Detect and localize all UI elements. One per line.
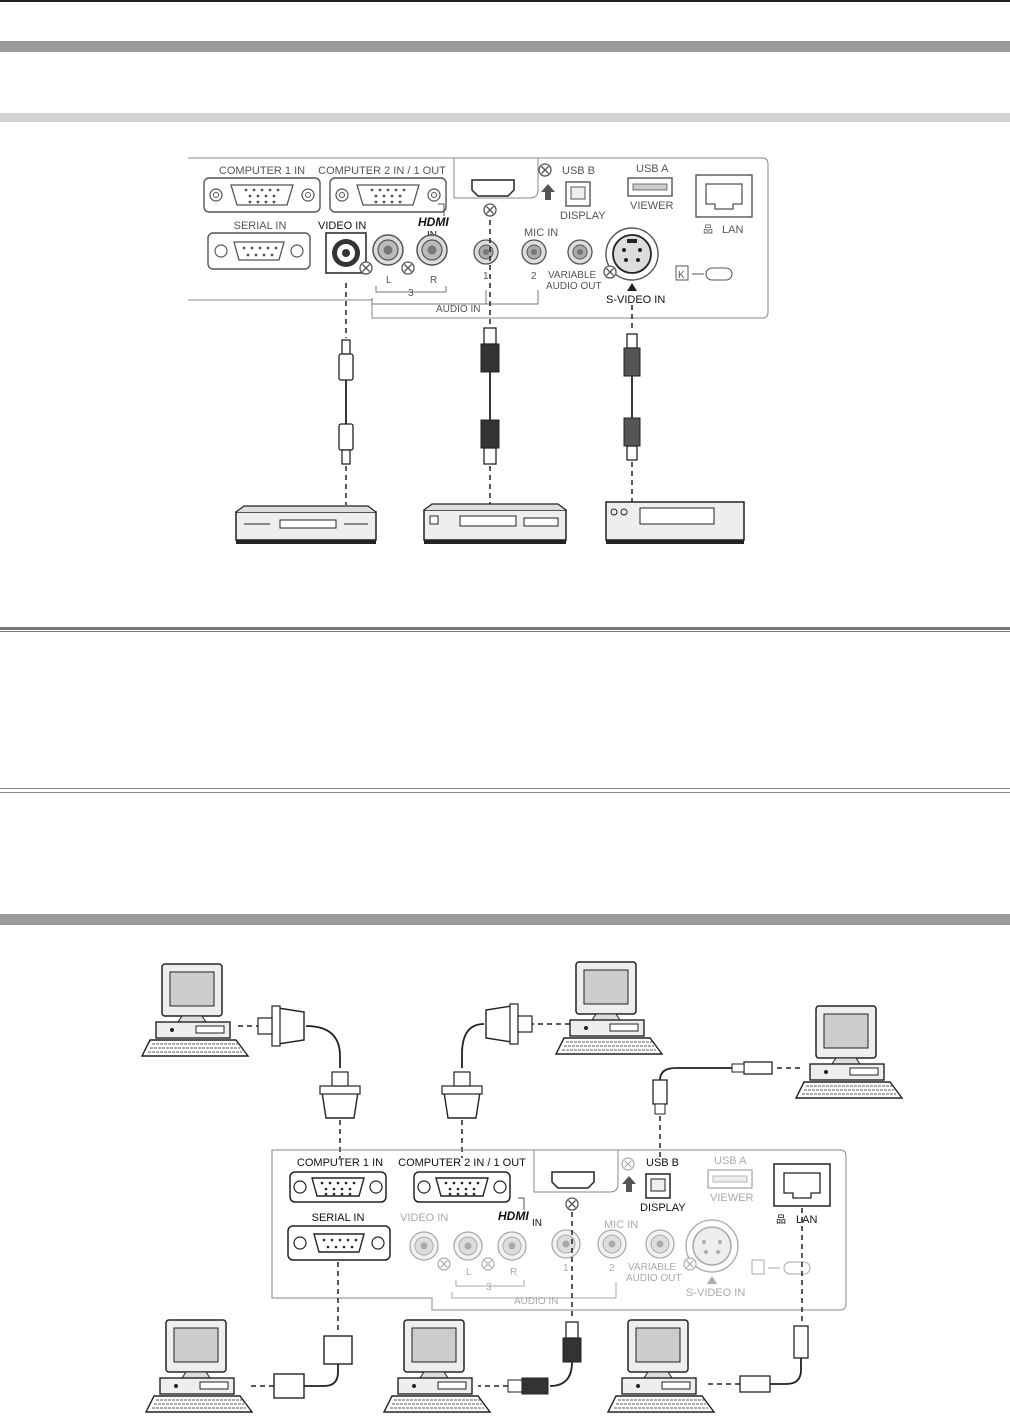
vcr-icon: [235, 505, 377, 544]
p2-viewer-label: VIEWER: [710, 1192, 753, 1204]
mic-in-label: MIC IN: [524, 227, 558, 239]
audio-2-label: 2: [531, 271, 537, 282]
video-connection-figure: COMPUTER 1 IN COMPUTER 2 IN / 1 OUT SERI…: [188, 157, 769, 544]
p2-computer-2-in-out-label: COMPUTER 2 IN / 1 OUT: [398, 1157, 526, 1169]
computer-icon-bottom-right: [607, 1319, 715, 1413]
audio-r-label: R: [430, 275, 437, 286]
audio-1-label: 1: [483, 271, 489, 282]
viewer-label: VIEWER: [630, 200, 673, 212]
audio-in-label: AUDIO IN: [436, 304, 480, 315]
section-band-1: [0, 41, 1010, 52]
computer-icon-top-center: [555, 961, 663, 1055]
p2-audio-1-label: 1: [563, 1263, 569, 1274]
computer-2-in-out-label: COMPUTER 2 IN / 1 OUT: [318, 165, 446, 177]
p2-audio-3-label: 3: [486, 1282, 492, 1293]
section-band-2: [0, 113, 1010, 122]
svg-text:K: K: [678, 270, 685, 281]
p2-audio-2-label: 2: [609, 1263, 615, 1274]
p2-display-label: DISPLAY: [640, 1202, 686, 1214]
computer-connection-figure: COMPUTER 1 IN COMPUTER 2 IN / 1 OUT SERI…: [141, 961, 903, 1413]
p2-usb-b-label: USB B: [646, 1157, 679, 1169]
p2-usb-a-label: USB A: [714, 1155, 747, 1167]
p2-variable-label: VARIABLE: [628, 1262, 676, 1273]
p2-mic-in-label: MIC IN: [604, 1219, 638, 1231]
usb-a-label: USB A: [636, 163, 669, 175]
serial-in-label: SERIAL IN: [234, 220, 287, 232]
computer-2-in-port: [329, 177, 447, 213]
variable-label: VARIABLE: [548, 270, 596, 281]
p2-hdmi-in-label: IN: [532, 1218, 542, 1229]
video-in-label: VIDEO IN: [318, 220, 366, 232]
divider-2: [0, 788, 1010, 793]
computer-icon-bottom-center: [383, 1319, 491, 1413]
p2-lan-label: LAN: [796, 1214, 817, 1226]
video-deck-icon: [605, 501, 745, 544]
computer-1-in-label: COMPUTER 1 IN: [219, 165, 305, 177]
usb-b-label: USB B: [562, 165, 595, 177]
computer-icon-top-right: [795, 1005, 903, 1099]
p2-audio-in-label: AUDIO IN: [514, 1296, 558, 1307]
p2-computer-1-in-label: COMPUTER 1 IN: [297, 1157, 383, 1169]
svg-text:品: 品: [776, 1214, 786, 1226]
computer-1-in-port: [203, 177, 321, 213]
display-label: DISPLAY: [560, 210, 606, 222]
p2-audio-l-label: L: [466, 1267, 472, 1278]
p2-audio-r-label: R: [510, 1267, 517, 1278]
computer-icon-bottom-left: [145, 1319, 253, 1413]
computer-icon-top-left: [141, 963, 249, 1057]
divider-1: [0, 627, 1010, 632]
svideo-in-label: S-VIDEO IN: [606, 294, 665, 306]
audio-l-label: L: [386, 275, 392, 286]
top-rule: [0, 0, 1010, 2]
p2-svideo-in-label: S-VIDEO IN: [686, 1287, 745, 1299]
p2-video-in-label: VIDEO IN: [400, 1212, 448, 1224]
hdmi-logo: HDMI: [418, 215, 449, 229]
p2-audio-out-label: AUDIO OUT: [626, 1273, 682, 1284]
audio-out-label: AUDIO OUT: [546, 281, 602, 292]
svg-text:品: 品: [703, 224, 713, 236]
lan-label: LAN: [722, 224, 743, 236]
audio-3-label: 3: [408, 288, 414, 299]
section-band-3: [0, 914, 1010, 925]
p2-serial-in-label: SERIAL IN: [312, 1212, 365, 1224]
p2-hdmi-logo: HDMI: [498, 1209, 529, 1223]
dvd-player-icon: [423, 503, 567, 544]
